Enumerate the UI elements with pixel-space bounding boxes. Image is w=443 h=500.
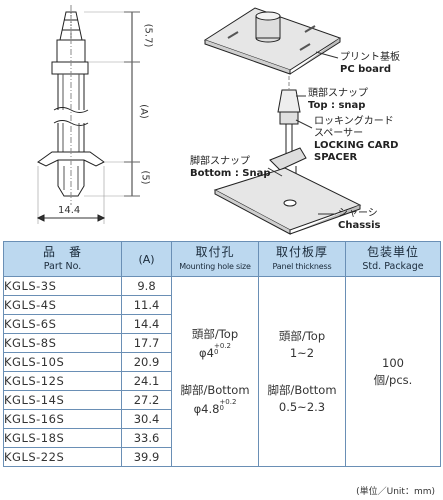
part-number: KGLS-6S — [3, 314, 122, 334]
table-row: KGLS-14S 27.2 — [3, 390, 441, 410]
part-number: KGLS-14S — [3, 390, 122, 410]
header-std-package: 包装単位 Std. Package — [345, 241, 441, 277]
panel-thickness-cell: 頭部/Top 1~2 脚部/Bottom 0.5~2.3 — [258, 276, 346, 467]
std-package-cell: 100 個/pcs. — [345, 276, 441, 467]
label-bottom-snap: 脚部スナップ Bottom : Snap — [190, 156, 271, 179]
part-number: KGLS-18S — [3, 428, 122, 448]
label-locking-card-spacer: ロッキングカード スペーサー LOCKING CARD SPACER — [314, 116, 399, 163]
header-a: (A) — [121, 241, 172, 277]
label-chassis: シャーシ Chassis — [338, 208, 381, 231]
dim-width: 14.4 — [58, 205, 81, 216]
dimension-a: 33.6 — [121, 428, 172, 448]
header-part-no: 品 番 Part No. — [3, 241, 122, 277]
part-number: KGLS-8S — [3, 333, 122, 353]
table-row: KGLS-8S 17.7 — [3, 333, 441, 353]
part-number: KGLS-12S — [3, 371, 122, 391]
spec-table: 品 番 Part No. (A) 取付孔 Mounting hole size … — [3, 241, 441, 467]
part-number: KGLS-22S — [3, 447, 122, 467]
header-mounting-hole: 取付孔 Mounting hole size — [171, 241, 259, 277]
dimension-a: 20.9 — [121, 352, 172, 372]
dim-a: (A) — [137, 104, 149, 119]
table-row: KGLS-4S 11.4 — [3, 295, 441, 315]
dimension-a: 14.4 — [121, 314, 172, 334]
table-header-row: 品 番 Part No. (A) 取付孔 Mounting hole size … — [3, 241, 441, 277]
unit-note: (単位／Unit：mm) — [356, 487, 435, 497]
table-row: KGLS-18S 33.6 — [3, 428, 441, 448]
dimension-a: 24.1 — [121, 371, 172, 391]
part-number: KGLS-3S — [3, 276, 122, 296]
dim-bottom: (5) — [139, 170, 151, 185]
part-number: KGLS-4S — [3, 295, 122, 315]
dimension-a: 17.7 — [121, 333, 172, 353]
spacer-body — [277, 89, 301, 113]
dimension-a: 9.8 — [121, 276, 172, 296]
part-number: KGLS-16S — [3, 409, 122, 429]
dim-top: (5.7) — [142, 23, 154, 48]
table-row: KGLS-12S 24.1 — [3, 371, 441, 391]
header-panel-thickness: 取付板厚 Panel thickness — [258, 241, 346, 277]
table-row: KGLS-16S 30.4 — [3, 409, 441, 429]
label-pc-board: プリント基板 PC board — [340, 52, 400, 75]
dimension-a: 27.2 — [121, 390, 172, 410]
dimension-a: 11.4 — [121, 295, 172, 315]
label-top-snap: 頭部スナップ Top : snap — [308, 88, 368, 111]
part-number: KGLS-10S — [3, 352, 122, 372]
table-row: KGLS-10S 20.9 — [3, 352, 441, 372]
technical-drawing-svg — [36, 5, 362, 235]
product-drawing: (5.7) (A) (5) 14.4 プリント基板 PC board 頭部スナッ… — [0, 0, 443, 240]
table-row: KGLS-22S 39.9 — [3, 447, 441, 467]
dimension-a: 30.4 — [121, 409, 172, 429]
dimension-a: 39.9 — [121, 447, 172, 467]
